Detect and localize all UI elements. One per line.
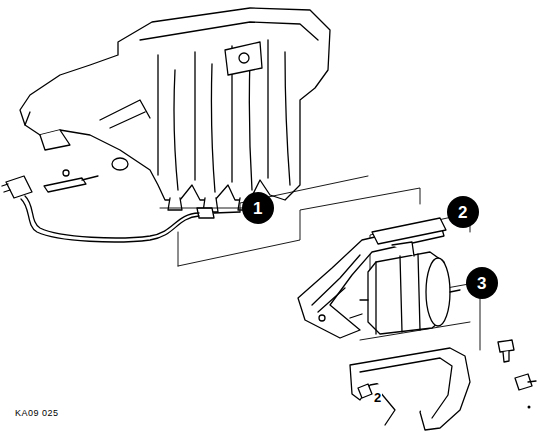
intake-manifold <box>20 8 330 212</box>
lower-shield <box>350 348 470 430</box>
dot <box>528 406 531 409</box>
callout-discs <box>242 192 498 299</box>
callout-number: 2 <box>373 391 382 404</box>
figure-code: KA09 025 <box>15 409 59 418</box>
sensor-and-wire <box>2 170 240 242</box>
canister-unit <box>350 242 460 334</box>
bolts <box>358 340 536 398</box>
callout-number: 2 <box>458 204 467 221</box>
callout-number: 3 <box>477 275 486 292</box>
mounting-bracket <box>298 218 446 338</box>
leader-frames <box>160 176 480 350</box>
callout-number: 1 <box>253 200 262 217</box>
